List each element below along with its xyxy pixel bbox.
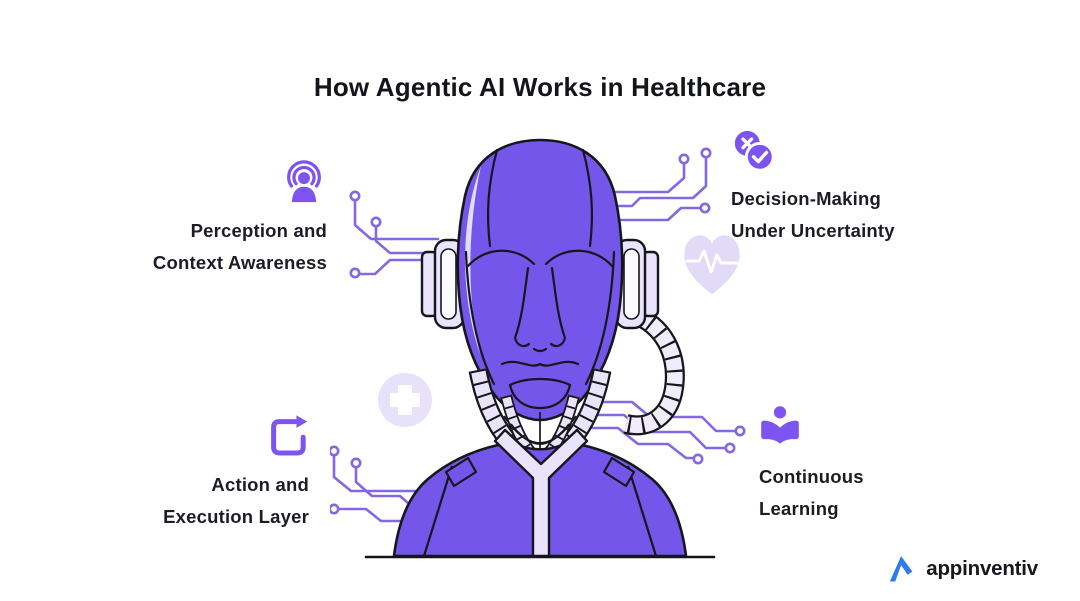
action-arrow-icon — [271, 415, 308, 456]
feature-learning: Continuous Learning — [759, 404, 864, 525]
feature-decision: Decision-Making Under Uncertainty — [731, 129, 895, 247]
robot-head — [456, 138, 624, 422]
feature-label-line1: Action and — [211, 474, 309, 495]
feature-label-line1: Decision-Making — [731, 188, 881, 209]
robot-illustration — [330, 138, 746, 559]
brand-logo-text: appinventiv — [926, 557, 1038, 580]
feature-label-line2: Context Awareness — [152, 252, 327, 273]
feature-label-line2: Learning — [759, 498, 839, 519]
page-title: How Agentic AI Works in Healthcare — [313, 72, 767, 103]
circuit-traces — [330, 147, 746, 523]
bust — [392, 428, 688, 558]
chest-strip — [493, 428, 589, 558]
feature-label-line1: Perception and — [190, 220, 327, 241]
person-signal-icon — [287, 160, 321, 203]
feature-perception: Perception and Context Awareness — [153, 158, 327, 279]
ear-tube — [623, 306, 685, 436]
brand-logo: appinventiv — [889, 554, 1038, 584]
decision-check-icon — [734, 130, 775, 172]
feature-label-line2: Execution Layer — [163, 506, 309, 527]
feature-label-line1: Continuous — [759, 466, 864, 487]
reader-book-icon — [761, 406, 799, 444]
feature-label-line2: Under Uncertainty — [731, 220, 895, 241]
feature-action: Action and Execution Layer — [163, 414, 309, 533]
appinventiv-a-icon — [890, 556, 913, 582]
heart-pulse-icon — [684, 235, 740, 294]
medical-cross-icon — [378, 373, 432, 427]
